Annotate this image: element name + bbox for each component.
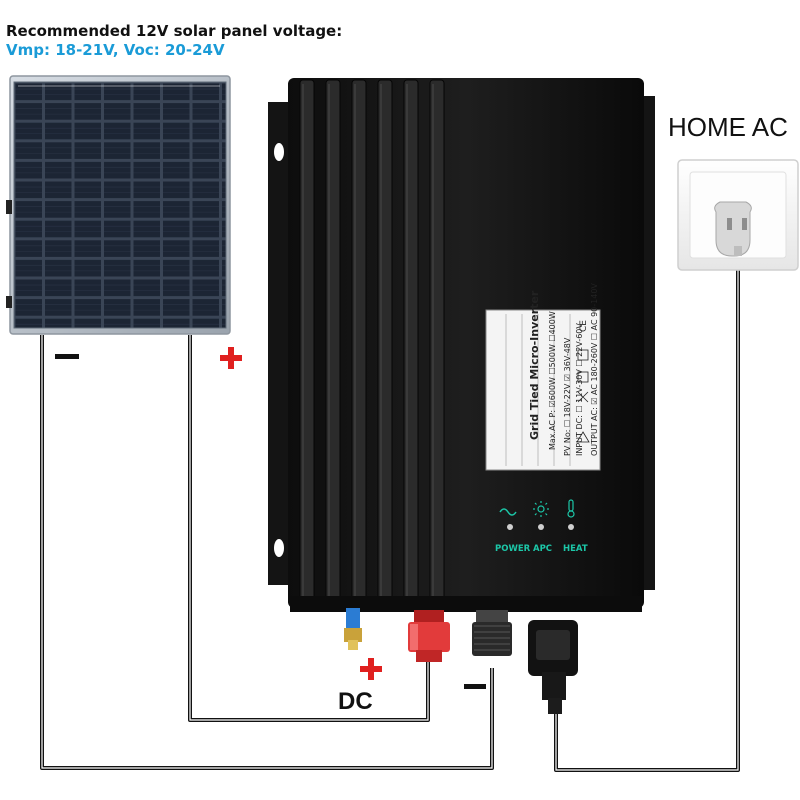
dc-negative-mark — [464, 684, 486, 689]
plate-max-ac: Max.AC P: ☑600W ☐500W ☐400W — [548, 311, 557, 450]
solar-panel — [6, 75, 231, 335]
wall-outlet — [677, 159, 799, 271]
plate-output-ac: OUTPUT AC: ☑ AC 180-260V ☐ AC 90-140V — [590, 283, 599, 456]
panel-positive-mark — [220, 347, 242, 369]
thermometer-icon — [567, 499, 575, 518]
home-ac-label: HOME AC — [668, 112, 788, 142]
blue-adjust-terminal — [344, 608, 362, 650]
apc-led-label: APC — [533, 544, 553, 554]
dc-positive-terminal — [408, 610, 450, 662]
dc-label: DC — [338, 688, 373, 715]
plate-title: Grid Tied Micro-Inverter — [528, 290, 541, 440]
plate-pv-no: PV No: ☐ 18V-22V ☑ 36V-48V — [563, 337, 572, 456]
voltage-spec-line: Vmp: 18-21V, Voc: 20-24V — [6, 41, 225, 59]
dc-positive-mark — [360, 658, 382, 680]
svg-text:CE: CE — [579, 320, 589, 332]
power-led-label: POWER — [495, 544, 531, 554]
ac-power-plug — [528, 620, 578, 714]
sun-icon — [533, 501, 549, 517]
rating-plate-text: Grid Tied Micro-Inverter Max.AC P: ☑600W… — [488, 283, 599, 470]
dc-negative-terminal — [472, 610, 512, 656]
rating-plate: CE — [485, 309, 601, 471]
plate-input-dc: INPUT DC: ☐ 11V-30V ☐ 22V-60V — [575, 323, 584, 456]
panel-negative-mark — [55, 354, 79, 359]
sine-wave-icon — [499, 508, 517, 516]
recommended-voltage-heading: Recommended 12V solar panel voltage: — [6, 22, 343, 40]
micro-inverter: CE — [268, 78, 655, 612]
led-panel — [499, 499, 575, 530]
heat-led-label: HEAT — [563, 544, 588, 554]
